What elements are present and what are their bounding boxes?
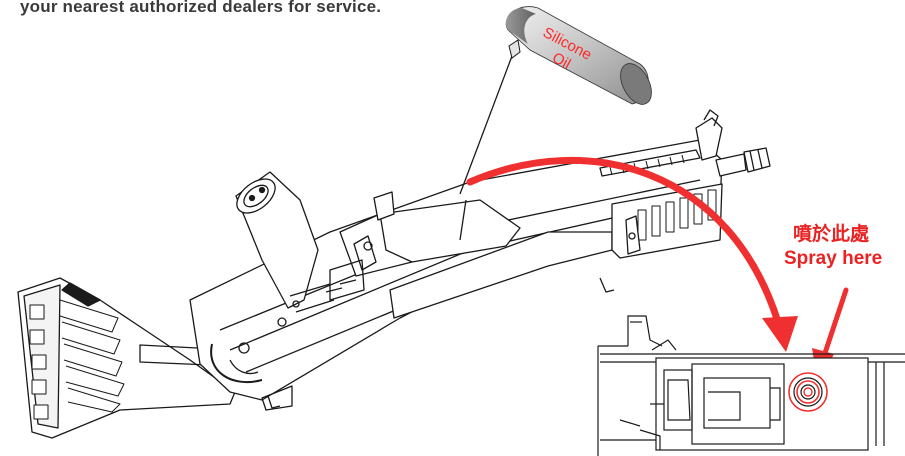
spray-can (459, 6, 652, 195)
curved-arrow (466, 156, 798, 352)
spray-label-zh: 噴於此處 (793, 223, 870, 245)
can-cap (505, 8, 536, 44)
spray-straw (459, 55, 513, 195)
stock-ribs (59, 299, 125, 413)
spray-label-en: Spray here (784, 248, 883, 269)
rifle-drawing (17, 109, 771, 439)
detail-inset (597, 315, 905, 456)
instruction-text: your nearest authorized dealers for serv… (20, 0, 382, 16)
target-circle (788, 372, 828, 412)
butt-pad-cells (29, 304, 49, 420)
barrel (715, 153, 747, 177)
